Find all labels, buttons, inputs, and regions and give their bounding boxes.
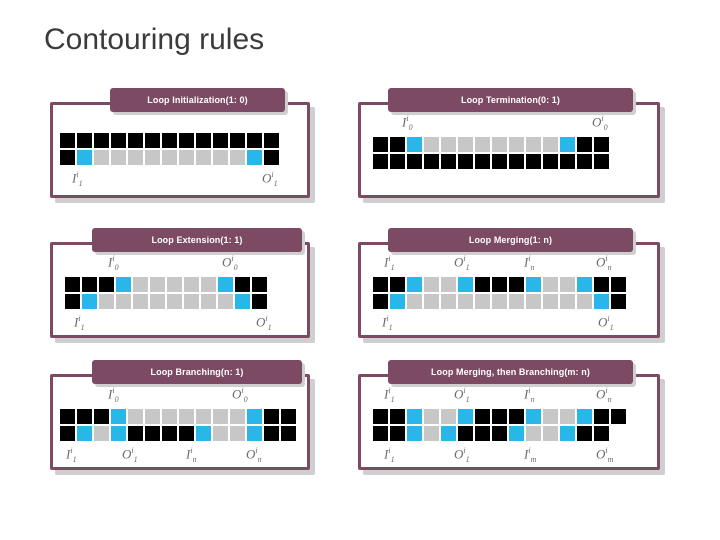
- grid-row: [372, 425, 627, 442]
- panel-loop-merging-then-branching: Loop Merging, then Branching(m: n) Ii1 O…: [358, 360, 665, 475]
- cell-grid: [64, 276, 268, 310]
- panel-header-loop-extension: Loop Extension(1: 1): [92, 228, 302, 252]
- label-I1-i1: Ii1: [384, 446, 395, 464]
- label-I1-i1: Ii1: [66, 446, 77, 464]
- label-In-i0: Iin: [524, 386, 535, 404]
- label-In-i1: Iin: [186, 446, 197, 464]
- grid-row: [59, 132, 280, 149]
- panel-loop-termination: Loop Termination(0: 1) Ii0 Oi0: [358, 88, 665, 203]
- grid-row: [59, 149, 280, 166]
- label-O-i0: Oi0: [232, 386, 248, 404]
- label-O1-i1: Oi1: [454, 446, 470, 464]
- label-I-i0: Ii0: [108, 254, 119, 272]
- label-I-i1: Ii1: [74, 314, 85, 332]
- label-O-i1: Oi1: [598, 314, 614, 332]
- label-O-i1: Oi1: [256, 314, 272, 332]
- label-O-i0: Oi0: [592, 114, 608, 132]
- panel-header-loop-merging: Loop Merging(1: n): [388, 228, 633, 252]
- grid-row: [59, 425, 297, 442]
- panel-header-loop-termination: Loop Termination(0: 1): [388, 88, 633, 112]
- panel-header-loop-initialization: Loop Initialization(1: 0): [110, 88, 285, 112]
- cell-grid: [59, 132, 280, 166]
- grid-row: [372, 276, 627, 293]
- panel-loop-extension: Loop Extension(1: 1) Ii0 Oi0 Ii1 Oi1: [50, 228, 315, 343]
- page-title: Contouring rules: [44, 23, 265, 56]
- label-O1-i0: Oi1: [454, 254, 470, 272]
- label-I1-i0: Ii1: [384, 386, 395, 404]
- panel-loop-branching: Loop Branching(n: 1) Ii0 Oi0 Ii1 Oi1 Iin…: [50, 360, 315, 475]
- label-O-i1: Oi1: [262, 170, 278, 188]
- label-In-i0: Iin: [524, 254, 535, 272]
- label-On-i0: Oin: [596, 254, 612, 272]
- panel-loop-initialization: Loop Initialization(1: 0) Ii1 Oi1: [50, 88, 315, 203]
- cell-grid: [372, 136, 610, 170]
- label-I-i0: Ii0: [108, 386, 119, 404]
- cell-grid: [372, 276, 627, 310]
- label-O-i0: Oi0: [222, 254, 238, 272]
- label-O1-i1: Oi1: [122, 446, 138, 464]
- label-I1-i0: Ii1: [384, 254, 395, 272]
- cell-grid: [59, 408, 297, 442]
- grid-row: [59, 408, 297, 425]
- grid-row: [64, 293, 268, 310]
- grid-row: [372, 293, 627, 310]
- label-Im-i1: Iim: [524, 446, 537, 464]
- grid-row: [372, 408, 627, 425]
- label-I-i1: Ii1: [72, 170, 83, 188]
- grid-row: [64, 276, 268, 293]
- panel-loop-merging: Loop Merging(1: n) Ii1 Oi1 Iin Oin Ii1 O…: [358, 228, 665, 343]
- grid-row: [372, 153, 610, 170]
- label-On-i0: Oin: [596, 386, 612, 404]
- label-I-i0: Ii0: [402, 114, 413, 132]
- cell-grid: [372, 408, 627, 442]
- grid-row: [372, 136, 610, 153]
- label-I-i1: Ii1: [382, 314, 393, 332]
- panel-header-loop-branching: Loop Branching(n: 1): [92, 360, 302, 384]
- label-Om-i1: Oim: [596, 446, 614, 464]
- label-O1-i0: Oi1: [454, 386, 470, 404]
- panel-header-loop-merging-then-branching: Loop Merging, then Branching(m: n): [388, 360, 633, 384]
- label-On-i1: Oin: [246, 446, 262, 464]
